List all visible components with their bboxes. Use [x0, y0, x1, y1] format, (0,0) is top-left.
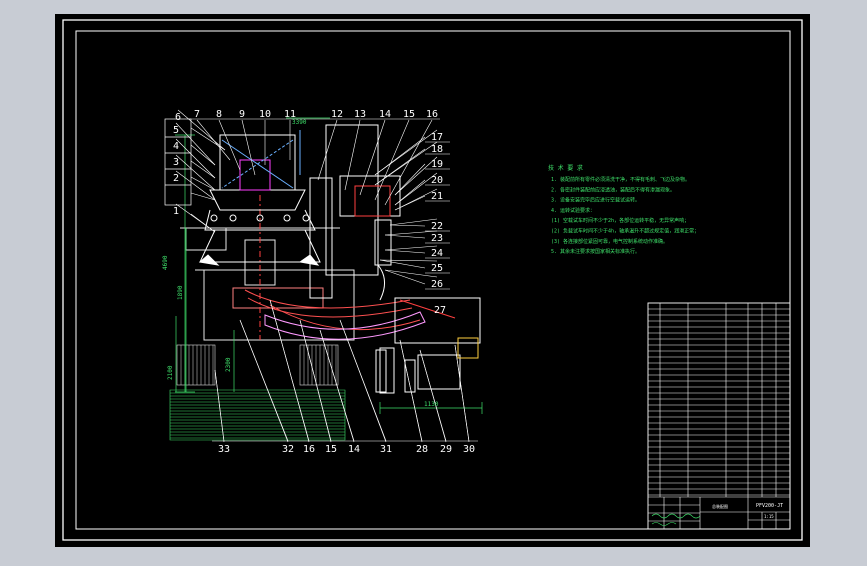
callout-bottom-0: 33 — [218, 444, 230, 455]
note-item-7: 5. 其余未注要求按国家相关标准执行。 — [551, 248, 640, 255]
callout-top-6: 13 — [354, 109, 366, 120]
drawing-title: 总装配图 — [712, 503, 728, 509]
technical-notes: 技 术 要 求 1. 装配前所有零件必须清洗干净，不得有毛刺、飞边及杂物。 2. … — [548, 164, 699, 255]
callout-bottom-4: 14 — [348, 444, 360, 455]
inner-frame — [75, 30, 791, 530]
note-item-0: 1. 装配前所有零件必须清洗干净，不得有毛刺、飞边及杂物。 — [551, 176, 690, 183]
machine-elevation — [164, 109, 483, 443]
callout-right-6: 23 — [431, 233, 443, 244]
callout-top-7: 14 — [379, 109, 391, 120]
note-item-6: (3) 各连接部位紧固可靠，电气控制系统动作准确。 — [551, 238, 668, 245]
callout-left-0: 6 — [175, 112, 181, 123]
crusher-chamber — [198, 134, 321, 266]
callout-top-5: 12 — [331, 109, 343, 120]
foundation-hatch — [169, 389, 346, 441]
dim-bottom-width: 1130 — [424, 401, 439, 408]
dim-body-height: 1890 — [177, 285, 184, 300]
callout-bottom-3: 15 — [325, 444, 337, 455]
callout-right-5: 22 — [431, 221, 443, 232]
drawing-number: PFV200-JT — [756, 503, 783, 509]
callout-right-3: 20 — [431, 175, 443, 186]
title-block — [648, 496, 790, 529]
outer-frame — [62, 19, 803, 541]
callout-bottom-7: 29 — [440, 444, 452, 455]
dimension-texts: 4690 1890 2100 2300 1130 3390 — [162, 119, 439, 408]
parts-list — [647, 302, 791, 530]
discharge-hoses — [244, 289, 421, 331]
drawing-sheet — [55, 14, 810, 547]
title-block-text: PFV200-JT 总装配图 1:15 — [712, 503, 783, 519]
dim-base-height: 2100 — [167, 365, 174, 380]
dim-lower-height: 2300 — [225, 357, 232, 372]
right-support-leg — [375, 349, 416, 393]
callout-left-1: 5 — [173, 125, 179, 136]
callout-top-8: 15 — [403, 109, 415, 120]
callout-top-9: 16 — [426, 109, 438, 120]
callout-left-2: 4 — [173, 141, 179, 152]
callout-bottom-8: 30 — [463, 444, 475, 455]
callout-leaders — [175, 109, 478, 443]
callout-top-2: 9 — [239, 109, 245, 120]
callout-right-9: 26 — [431, 279, 443, 290]
callout-left-4: 2 — [173, 173, 179, 184]
callout-bottom-5: 31 — [380, 444, 392, 455]
callout-top-3: 10 — [259, 109, 271, 120]
note-item-3: 4. 运转试验要求： — [551, 207, 595, 214]
note-item-5: (2) 负载试车时间不少于4h，轴承温升不超过规定值，润滑正常； — [551, 228, 699, 235]
motor-assembly — [299, 124, 401, 301]
right-discharge-box — [379, 297, 481, 394]
callout-top-4: 11 — [284, 109, 296, 120]
dim-top-offset: 3390 — [292, 119, 307, 126]
callout-right-7: 24 — [431, 248, 443, 259]
callout-right-4: 21 — [431, 191, 443, 202]
left-callout-boxes — [164, 118, 192, 206]
note-item-1: 2. 各密封件装配前应浸透油，装配后不得有渗漏现象。 — [551, 186, 675, 193]
note-item-2: 3. 设备安装完毕后应进行空载试运转。 — [551, 197, 640, 204]
callout-bottom-2: 16 — [303, 444, 315, 455]
callout-right-1: 18 — [431, 144, 443, 155]
callout-right-8: 25 — [431, 263, 443, 274]
dim-total-height: 4690 — [162, 255, 169, 270]
callout-top-1: 8 — [216, 109, 222, 120]
drawing-scale: 1:15 — [764, 514, 774, 519]
callout-right-2: 19 — [431, 159, 443, 170]
left-pedestal — [176, 344, 339, 386]
callout-top-0: 7 — [194, 109, 200, 120]
signature-scribble — [651, 513, 701, 526]
callout-left-5: 1 — [173, 206, 179, 217]
foundation-lines — [170, 392, 345, 439]
callout-right-10: 27 — [434, 305, 446, 316]
callout-left-3: 3 — [173, 157, 179, 168]
callout-right-0: 17 — [431, 132, 443, 143]
callout-bottom-1: 32 — [282, 444, 294, 455]
callout-bottom-6: 28 — [416, 444, 428, 455]
notes-title: 技 术 要 求 — [548, 164, 583, 172]
note-item-4: (1) 空载试车时间不少于2h，各部位运转平稳，无异常声响； — [551, 217, 689, 224]
